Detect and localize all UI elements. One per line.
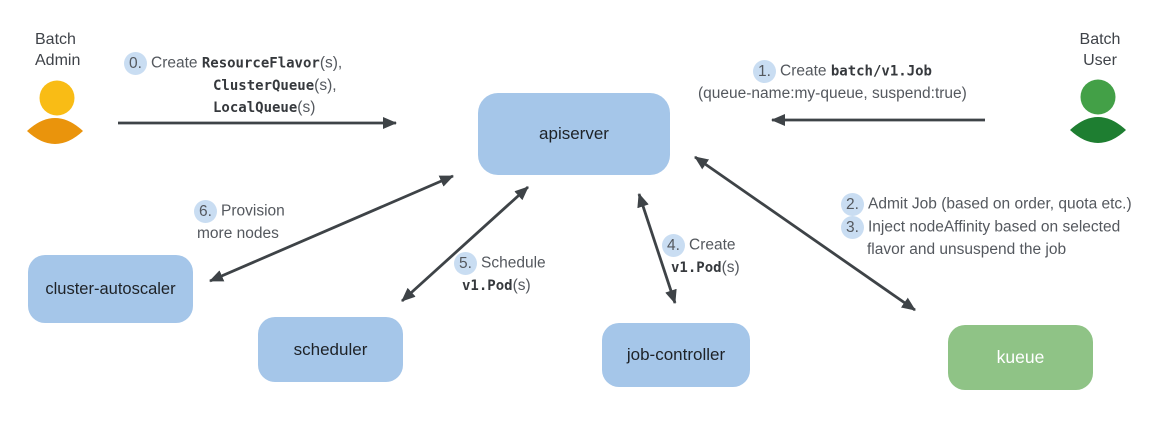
arrow-apiserver-kueue — [694, 155, 916, 312]
kueue-node-label: kueue — [996, 347, 1045, 367]
step4-annotation: 4.Create v1.Pod(s) — [662, 234, 740, 279]
step0-suf3: (s) — [297, 99, 316, 116]
step4-pre: Create — [689, 236, 736, 254]
cluster-autoscaler-node-label: cluster-autoscaler — [45, 279, 176, 298]
admin-avatar-icon — [27, 80, 83, 144]
batch-user-label: Batch User — [1068, 29, 1132, 71]
user-avatar-icon — [1070, 79, 1126, 143]
batch-admin-label-line2: Admin — [35, 52, 81, 69]
step1-line2: (queue-name:my-queue, suspend:true) — [698, 85, 967, 102]
batch-admin-label-line1: Batch — [35, 31, 76, 48]
job-controller-node: job-controller — [602, 323, 750, 387]
kueue-node: kueue — [948, 325, 1093, 390]
scheduler-node: scheduler — [258, 317, 403, 382]
job-controller-node-label: job-controller — [626, 345, 726, 364]
scheduler-node-label: scheduler — [293, 339, 368, 359]
step1-pre: Create — [780, 62, 831, 80]
arrow-apiserver-scheduler — [401, 185, 529, 303]
step4-line1: 4.Create — [662, 234, 740, 257]
step1-annotation: 1.Create batch/v1.Job (queue-name:my-que… — [698, 60, 990, 105]
apiserver-node-label: apiserver — [539, 124, 609, 143]
step5-code: v1.Pod — [462, 278, 513, 294]
batch-user-label-line1: Batch — [1079, 31, 1121, 48]
apiserver-node: apiserver — [478, 93, 670, 175]
step1-code: batch/v1.Job — [830, 63, 932, 80]
step6-badge: 6. — [194, 200, 217, 223]
step2-badge: 2. — [841, 193, 864, 216]
step5-line1: 5.Schedule — [454, 252, 546, 275]
step0-code2: ClusterQueue — [213, 78, 315, 94]
arrow-apiserver-job-controller — [637, 193, 677, 304]
step5-badge: 5. — [454, 252, 477, 275]
step5-suf: (s) — [512, 277, 531, 294]
step2-line: 2.Admit Job (based on order, quota etc.) — [841, 193, 1132, 216]
step0-line2: ClusterQueue(s), — [124, 75, 342, 97]
batch-user-label-line2: User — [1083, 52, 1117, 69]
step2-step3-annotation: 2.Admit Job (based on order, quota etc.)… — [841, 193, 1132, 261]
step0-line3: LocalQueue(s) — [124, 97, 342, 119]
step0-code3: LocalQueue — [213, 100, 298, 116]
step2-text: Admit Job (based on order, quota etc.) — [868, 195, 1132, 213]
step0-badge: 0. — [124, 52, 147, 75]
step4-badge: 4. — [662, 234, 685, 257]
step4-code: v1.Pod — [671, 260, 722, 276]
step1-line1: 1.Create batch/v1.Job — [698, 60, 990, 83]
step1-badge: 1. — [753, 60, 776, 83]
step0-suf1: (s), — [319, 54, 343, 72]
step0-pre: Create — [151, 54, 202, 72]
step0-line1: 0.Create ResourceFlavor(s), — [124, 52, 342, 75]
step0-annotation: 0.Create ResourceFlavor(s), ClusterQueue… — [124, 52, 342, 119]
step3-badge: 3. — [841, 216, 864, 239]
step3-text: Inject nodeAffinity based on selected — [868, 218, 1121, 236]
step5-annotation: 5.Schedule v1.Pod(s) — [454, 252, 546, 297]
step5-pre: Schedule — [481, 254, 546, 272]
step6-line2: more nodes — [197, 225, 279, 242]
step6-annotation: 6.Provision more nodes — [194, 200, 285, 245]
step6-text1: Provision — [221, 202, 285, 220]
cluster-autoscaler-node: cluster-autoscaler — [28, 255, 193, 323]
step3-line: 3.Inject nodeAffinity based on selected — [841, 216, 1132, 239]
batch-admin-label: Batch Admin — [25, 29, 99, 71]
step4-suf: (s) — [721, 259, 740, 276]
step0-code1: ResourceFlavor — [201, 55, 320, 72]
step6-line1: 6.Provision — [194, 200, 285, 223]
step5-line2: v1.Pod(s) — [454, 275, 546, 297]
step3-line2: flavor and unsuspend the job — [867, 241, 1067, 258]
step4-line2: v1.Pod(s) — [662, 257, 740, 279]
step0-suf2: (s), — [314, 77, 337, 94]
